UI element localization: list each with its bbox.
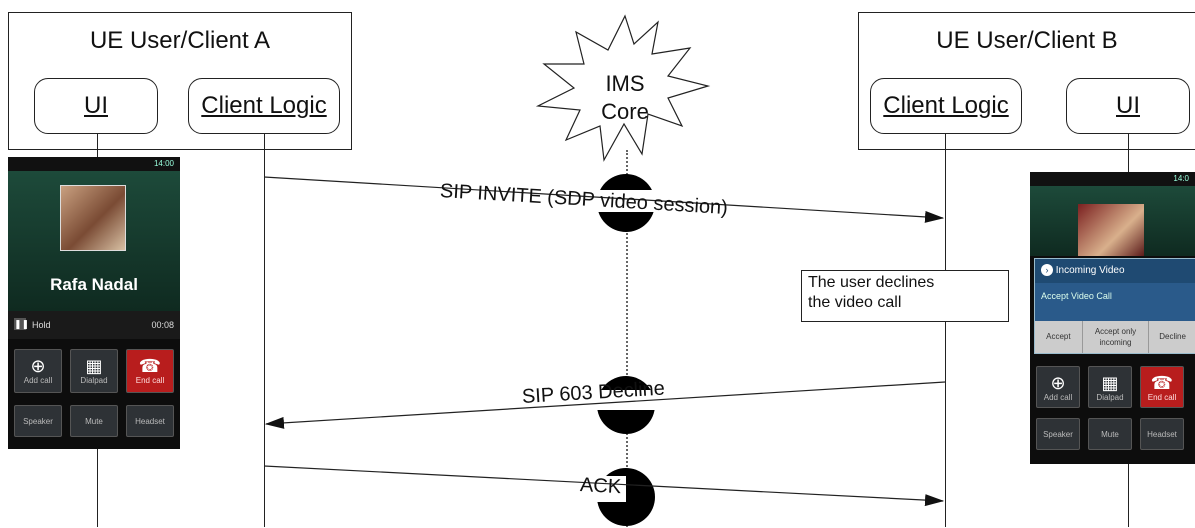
phone-a-caller-photo xyxy=(60,185,126,251)
ack-arrow xyxy=(263,465,945,507)
client-a-ui-label: UI xyxy=(84,92,108,119)
phone-a-add-call-button[interactable]: ⊕ Add call xyxy=(14,349,62,393)
ack-label: ACK xyxy=(579,474,622,499)
client-a-logic-label: Client Logic xyxy=(201,92,327,119)
info-icon: › xyxy=(1041,264,1053,276)
phone-a-mute-button[interactable]: Mute xyxy=(70,405,118,437)
phone-a-mute-label: Mute xyxy=(85,417,103,426)
phone-b-mute-label: Mute xyxy=(1101,430,1119,439)
phone-a-hold-label: Hold xyxy=(32,320,51,330)
phone-b-dialog-buttons: Accept Accept only incoming Decline xyxy=(1035,321,1195,353)
client-b-ui-box: UI xyxy=(1066,78,1190,134)
client-b-logic-lifeline xyxy=(945,134,946,527)
phone-a-headset-label: Headset xyxy=(135,417,165,426)
ims-core-starburst xyxy=(535,14,711,162)
client-b-title: UE User/Client B xyxy=(936,27,1118,54)
phone-a-end-call-button[interactable]: ☎ End call xyxy=(126,349,174,393)
phone-b-status-time: 14:0 xyxy=(1173,174,1189,183)
phone-b-end-call-label: End call xyxy=(1147,393,1177,402)
dialpad-icon: ▦ xyxy=(85,356,103,376)
phone-a-call-timer: 00:08 xyxy=(151,320,174,330)
client-b-logic-label: Client Logic xyxy=(883,92,1009,119)
ims-core-label-line1: IMS xyxy=(605,71,645,96)
core-marker-2 xyxy=(596,376,656,434)
phone-b-add-call-label: Add call xyxy=(1043,393,1073,402)
phone-a-speaker-label: Speaker xyxy=(23,417,53,426)
dialpad-icon: ▦ xyxy=(1101,373,1119,393)
phone-b-headset-label: Headset xyxy=(1147,430,1177,439)
phone-a-add-call-label: Add call xyxy=(23,376,53,385)
phone-a-hold-row: ❚❚ Hold 00:08 xyxy=(8,311,180,339)
decline-note: The user declines the video call xyxy=(801,270,1009,322)
phone-a: 14:00 Rafa Nadal ❚❚ Hold 00:08 ⊕ Add cal… xyxy=(8,157,180,449)
client-b-logic-box: Client Logic xyxy=(870,78,1022,134)
client-a-logic-lifeline xyxy=(264,134,265,527)
end-call-icon: ☎ xyxy=(1150,373,1174,393)
pause-icon[interactable]: ❚❚ xyxy=(14,318,30,330)
core-marker-3 xyxy=(596,468,655,526)
client-a-ui-box: UI xyxy=(34,78,158,134)
decline-arrow xyxy=(264,381,946,429)
phone-b-dialpad-button[interactable]: ▦ Dialpad xyxy=(1088,366,1132,408)
phone-b-dialog-text: Accept Video Call xyxy=(1041,291,1112,301)
invite-arrow xyxy=(263,176,945,223)
phone-b: 14:0 › Incoming Video Accept Video Call … xyxy=(1030,172,1195,464)
phone-b-mute-button[interactable]: Mute xyxy=(1088,418,1132,450)
phone-a-headset-button[interactable]: Headset xyxy=(126,405,174,437)
end-call-icon: ☎ xyxy=(138,356,162,376)
phone-b-decline-button[interactable]: Decline xyxy=(1159,332,1186,341)
phone-b-call-area xyxy=(1030,186,1195,256)
add-icon: ⊕ xyxy=(30,356,46,376)
phone-a-speaker-button[interactable]: Speaker xyxy=(14,405,62,437)
phone-a-statusbar: 14:00 xyxy=(8,157,180,171)
phone-a-status-time: 14:00 xyxy=(153,159,174,168)
phone-b-end-call-button[interactable]: ☎ End call xyxy=(1140,366,1184,408)
phone-b-speaker-label: Speaker xyxy=(1043,430,1073,439)
ims-core-label: IMS Core xyxy=(580,70,670,126)
decline-note-line2: the video call xyxy=(808,294,902,311)
phone-b-dialpad-label: Dialpad xyxy=(1096,393,1124,402)
decline-note-line1: The user declines xyxy=(808,274,935,291)
client-b-ui-label: UI xyxy=(1116,92,1140,119)
ims-core-cloud xyxy=(535,14,711,162)
phone-b-add-call-button[interactable]: ⊕ Add call xyxy=(1036,366,1080,408)
phone-b-caller-photo xyxy=(1078,204,1144,256)
phone-b-dialog: › Incoming Video Accept Video Call Accep… xyxy=(1034,258,1195,354)
phone-b-accept-button[interactable]: Accept xyxy=(1035,321,1083,353)
phone-b-headset-button[interactable]: Headset xyxy=(1140,418,1184,450)
client-a-logic-box: Client Logic xyxy=(188,78,340,134)
phone-b-dialog-title-row: › Incoming Video xyxy=(1035,259,1195,283)
phone-b-accept-only-incoming-button[interactable]: Accept only incoming xyxy=(1083,321,1150,353)
phone-a-caller-name: Rafa Nadal xyxy=(50,275,138,294)
core-marker-1 xyxy=(596,174,656,232)
client-a-title: UE User/Client A xyxy=(89,27,271,54)
phone-a-call-area: Rafa Nadal xyxy=(8,171,180,311)
ims-core-lifeline xyxy=(626,150,628,527)
phone-a-end-call-label: End call xyxy=(135,376,165,385)
phone-b-speaker-button[interactable]: Speaker xyxy=(1036,418,1080,450)
phone-b-dialog-title: Incoming Video xyxy=(1055,265,1125,276)
phone-b-statusbar: 14:0 xyxy=(1030,172,1195,186)
ims-core-label-line2: Core xyxy=(601,99,649,124)
phone-a-dialpad-button[interactable]: ▦ Dialpad xyxy=(70,349,118,393)
phone-a-dialpad-label: Dialpad xyxy=(80,376,108,385)
add-icon: ⊕ xyxy=(1050,373,1066,393)
